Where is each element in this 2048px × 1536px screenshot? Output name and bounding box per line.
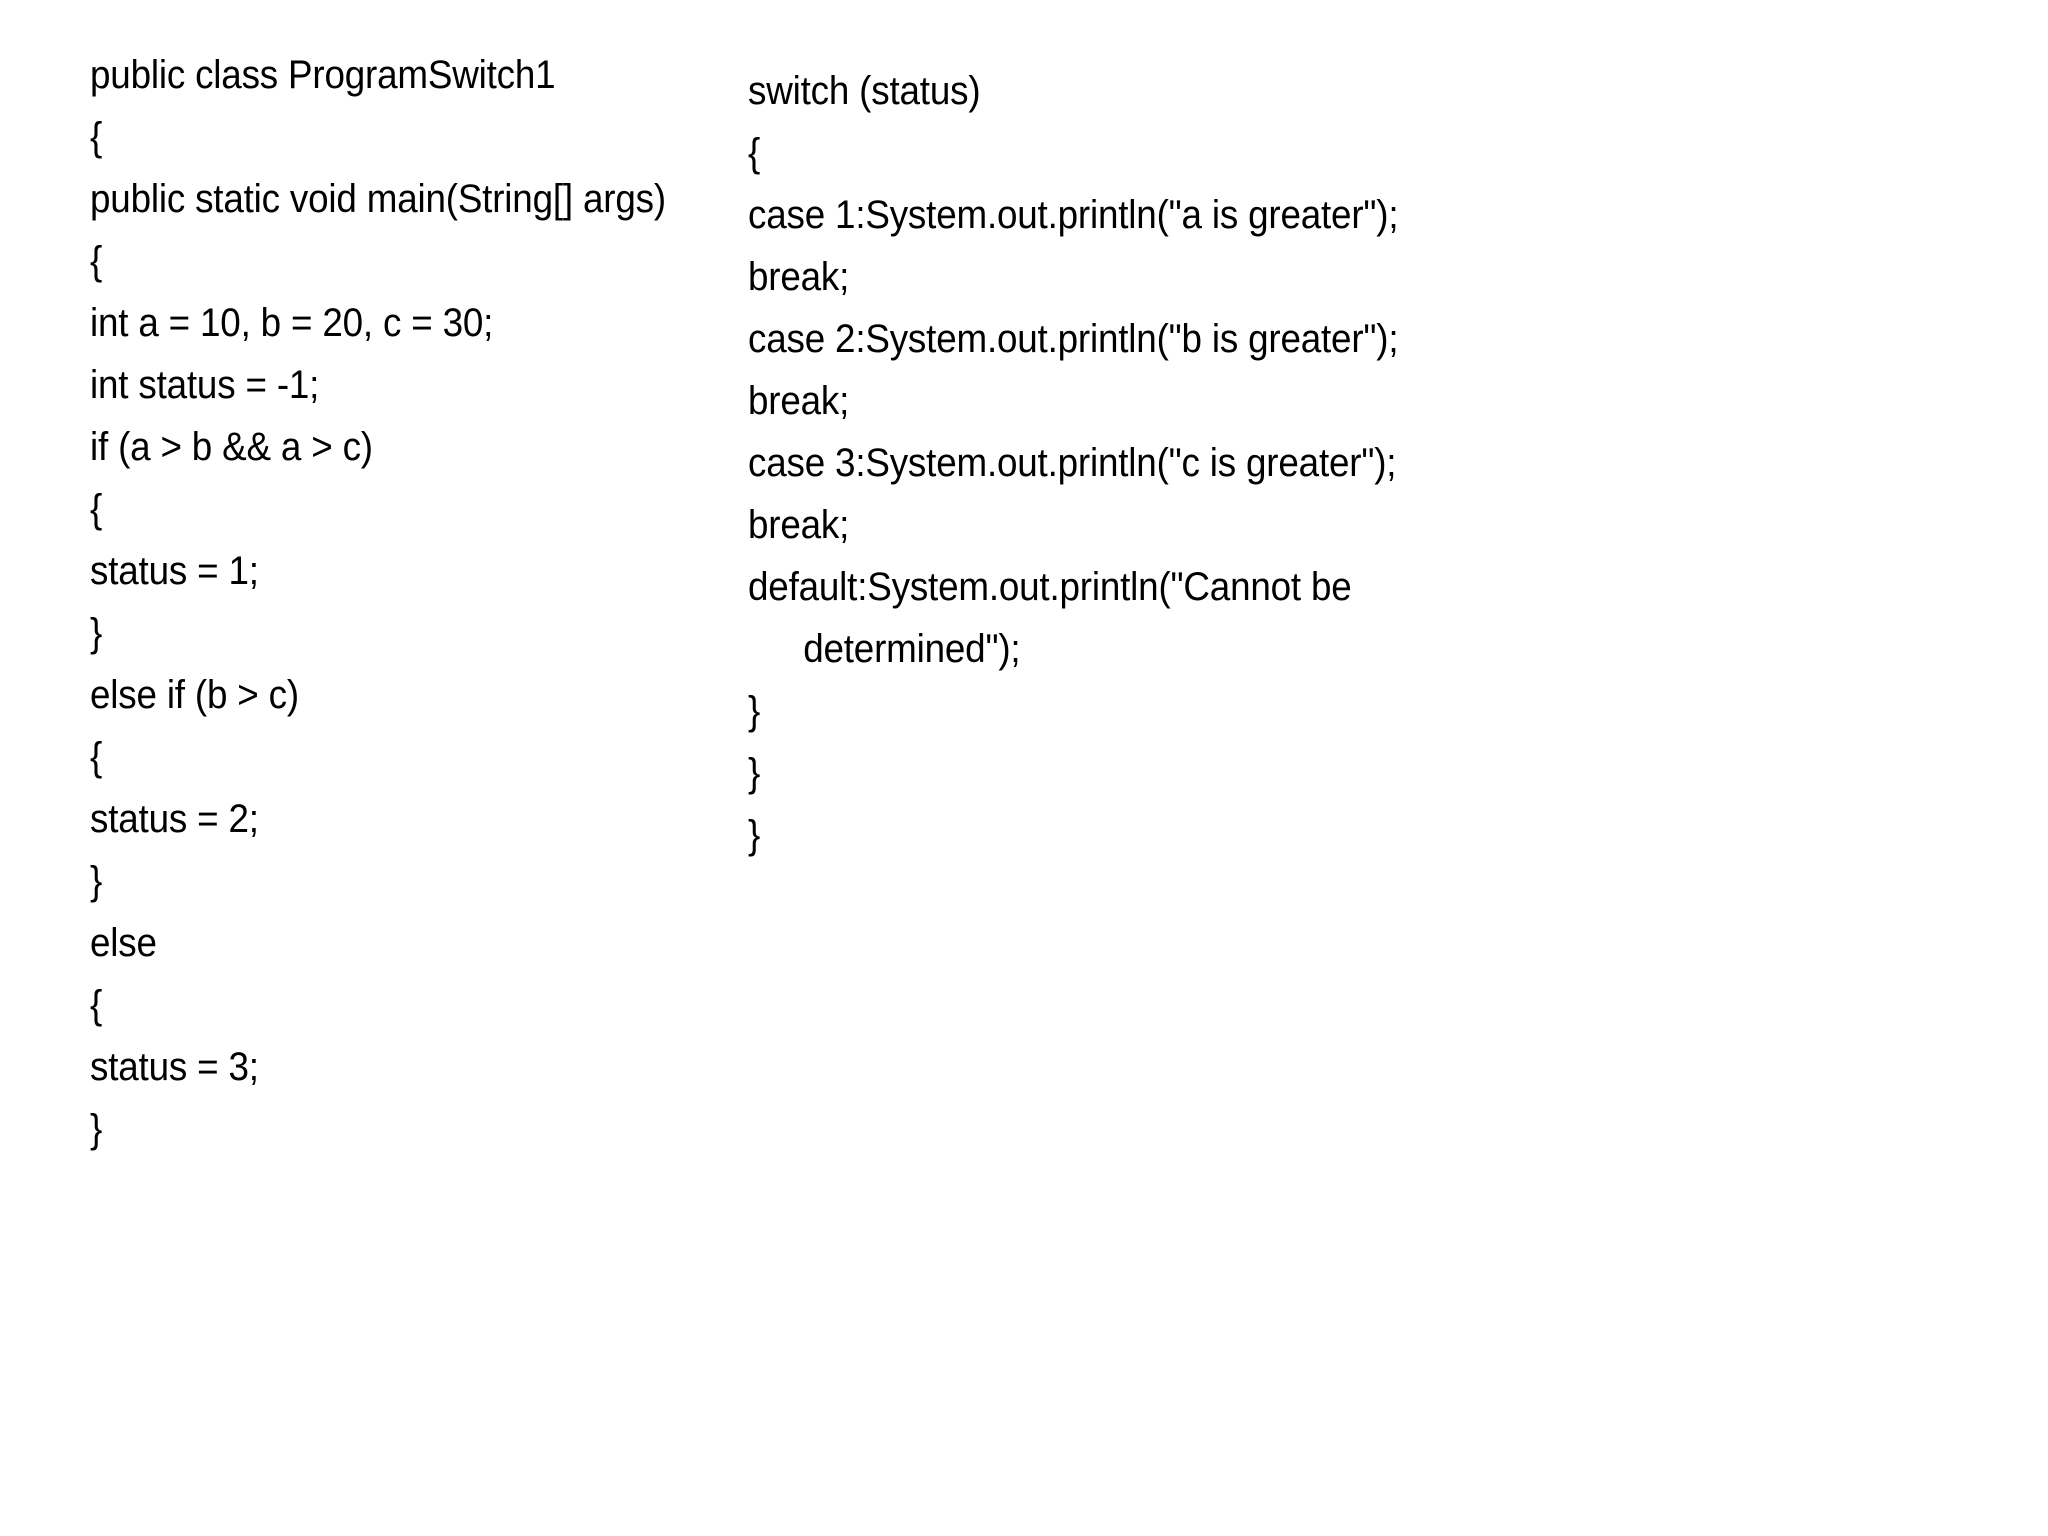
- code-line: status = 3;: [90, 1045, 259, 1089]
- code-line: {: [748, 131, 761, 175]
- code-line: {: [90, 735, 103, 779]
- code-line: {: [90, 487, 103, 531]
- code-line: }: [748, 751, 761, 795]
- code-line: break;: [748, 255, 850, 299]
- code-line: else: [90, 921, 157, 965]
- code-line: status = 1;: [90, 549, 259, 593]
- code-line: case 3:System.out.println("c is greater"…: [748, 441, 1397, 485]
- code-line: }: [90, 859, 103, 903]
- code-line: default:System.out.println("Cannot be: [748, 565, 1352, 609]
- code-line: if (a > b && a > c): [90, 425, 373, 469]
- code-line: {: [90, 115, 103, 159]
- code-line: case 2:System.out.println("b is greater"…: [748, 317, 1399, 361]
- left-code-column: public class ProgramSwitch1 { public stati…: [90, 44, 789, 1160]
- right-code-column: switch (status) { case 1:System.out.printl…: [748, 60, 1907, 866]
- code-line: int status = -1;: [90, 363, 320, 407]
- code-line: }: [748, 813, 761, 857]
- code-line: switch (status): [748, 69, 981, 113]
- code-line: public static void main(String[] args): [90, 177, 666, 221]
- code-line: break;: [748, 379, 850, 423]
- code-line: int a = 10, b = 20, c = 30;: [90, 301, 494, 345]
- code-line-continuation: determined");: [803, 627, 1021, 671]
- code-line: public class ProgramSwitch1: [90, 53, 556, 97]
- code-line: case 1:System.out.println("a is greater"…: [748, 193, 1399, 237]
- code-line: break;: [748, 503, 850, 547]
- code-line: }: [90, 1107, 103, 1151]
- code-line: {: [90, 239, 103, 283]
- code-line: }: [90, 611, 103, 655]
- code-line: status = 2;: [90, 797, 259, 841]
- code-line: {: [90, 983, 103, 1027]
- code-line: else if (b > c): [90, 673, 299, 717]
- code-line: }: [748, 689, 761, 733]
